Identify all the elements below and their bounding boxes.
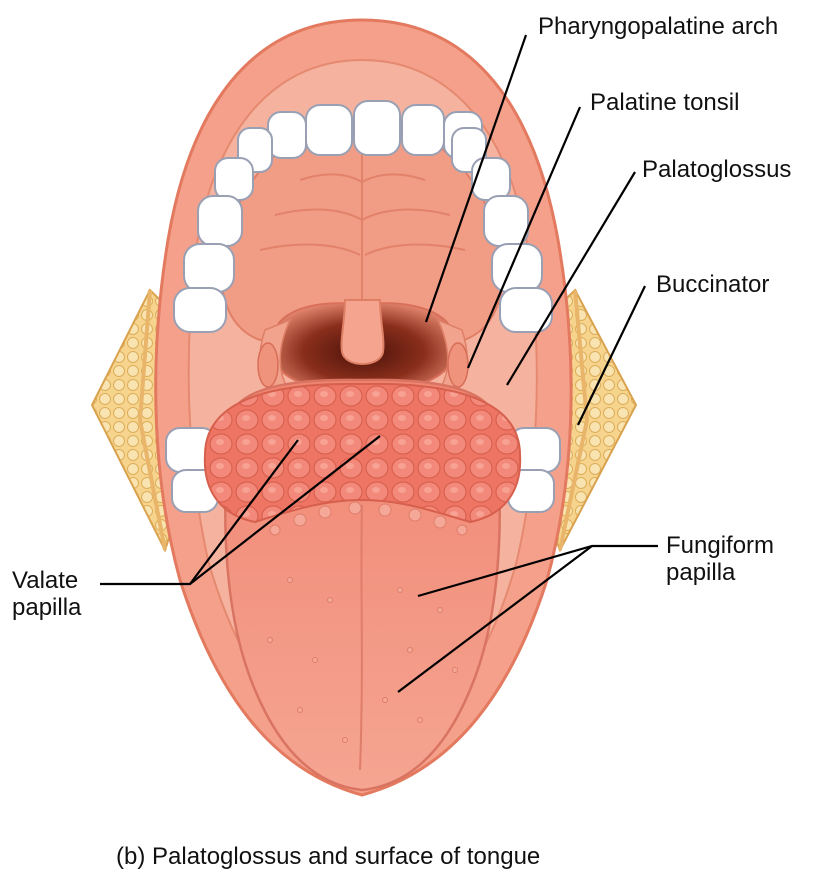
label-valate-line2: papilla: [12, 593, 82, 621]
median-sulcus: [359, 504, 363, 771]
upper-teeth: [173, 100, 553, 333]
label-palatine-tonsil: Palatine tonsil: [590, 89, 740, 116]
label-palatoglossus: Palatoglossus: [642, 156, 792, 183]
leader-lines: [100, 34, 658, 693]
leader-valate-papilla-2: [189, 435, 381, 585]
leader-pharyngopalatine-arch: [424, 34, 528, 323]
leader-fungiform-papilla-2: [397, 545, 593, 693]
label-fungiform-line1: Fungiform: [666, 532, 775, 559]
right-palatine-tonsil: [447, 342, 469, 388]
label-pharyngopalatine-arch: Pharyngopalatine arch: [538, 13, 779, 40]
leader-palatoglossus: [506, 171, 636, 386]
fungiform-papillae: [267, 501, 468, 743]
label-valate-line1: Valate: [12, 567, 79, 594]
label-valate-papilla: Valate papilla: [12, 567, 82, 622]
leader-palatine-tonsil: [466, 106, 582, 369]
lower-teeth: [165, 427, 561, 513]
left-palatine-tonsil: [257, 342, 279, 388]
palatine-rugae: [259, 150, 466, 300]
figure-caption: (b) Palatoglossus and surface of tongue: [116, 843, 541, 870]
label-fungiform-line2: papilla: [666, 558, 736, 586]
label-buccinator: Buccinator: [656, 271, 770, 298]
leader-buccinator: [577, 285, 646, 426]
tongue-papillae-region: [203, 382, 522, 524]
uvula: [340, 299, 385, 365]
label-fungiform-papilla: Fungiform papilla: [666, 532, 775, 587]
